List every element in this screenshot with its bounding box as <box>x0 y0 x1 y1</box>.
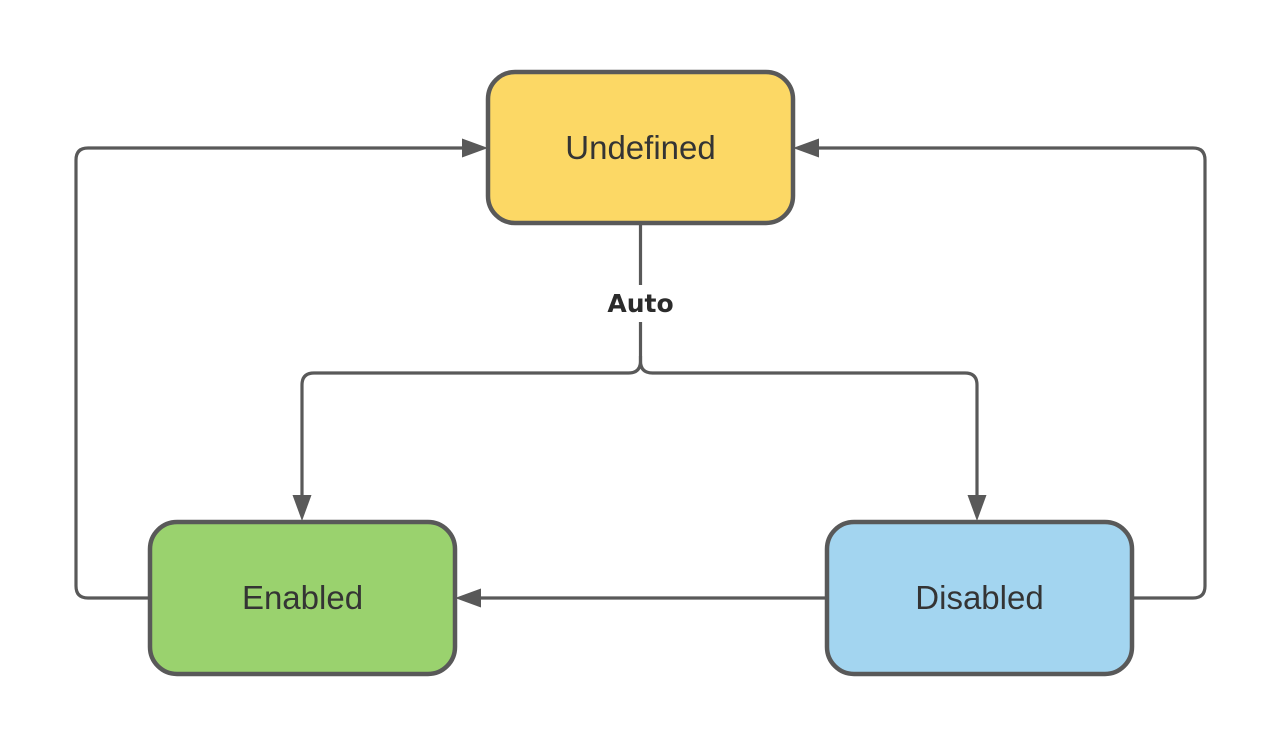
arrowhead-into-undefined-right <box>793 138 819 158</box>
edge-enabled-to-undefined[interactable] <box>74 138 488 600</box>
arrowhead-into-disabled-top <box>967 495 987 521</box>
arrowhead-into-undefined-left <box>462 138 488 158</box>
edge-disabled-to-undefined-path[interactable] <box>818 146 1207 600</box>
edge-label-auto: Auto <box>607 289 673 318</box>
node-disabled[interactable]: Disabled <box>824 519 1135 677</box>
node-undefined-label: Undefined <box>565 129 715 166</box>
arrowhead-into-enabled-top <box>292 495 312 521</box>
branch-to-disabled-path[interactable] <box>638 356 979 497</box>
edge-undefined-auto-branch[interactable]: Auto <box>292 223 987 521</box>
branch-to-enabled-path[interactable] <box>300 356 643 497</box>
arrowhead-into-enabled-right <box>455 588 481 608</box>
edge-enabled-to-undefined-path[interactable] <box>74 146 463 600</box>
node-undefined-shape[interactable] <box>485 69 796 226</box>
node-enabled[interactable]: Enabled <box>147 519 458 677</box>
node-enabled-shape[interactable] <box>147 519 458 677</box>
node-undefined[interactable]: Undefined <box>485 69 796 226</box>
node-disabled-shape[interactable] <box>824 519 1135 677</box>
node-disabled-label: Disabled <box>915 579 1043 616</box>
node-enabled-label: Enabled <box>242 579 363 616</box>
edge-disabled-to-undefined[interactable] <box>793 138 1207 600</box>
